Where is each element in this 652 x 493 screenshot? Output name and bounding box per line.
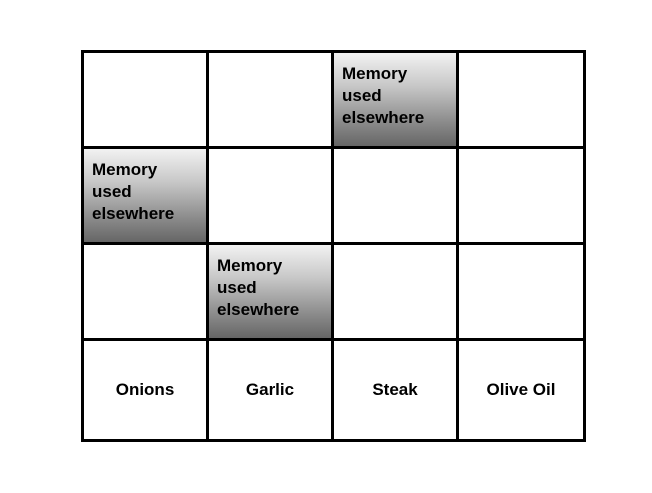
ingredient-label: Olive Oil [486,380,556,399]
ingredient-cell-garlic: Garlic [209,341,334,442]
memory-used-label: Memory used elsewhere [217,256,300,319]
ingredient-label: Onions [115,380,175,399]
memory-cell-r3-c2-used: Memory used elsewhere [209,245,334,341]
memory-cell-r2-c4 [459,149,586,245]
memory-cell-r1-c4 [459,53,586,149]
memory-cell-r1-c2 [209,53,334,149]
ingredient-cell-steak: Steak [334,341,459,442]
memory-cell-r1-c3-used: Memory used elsewhere [334,53,459,149]
memory-cell-r3-c4 [459,245,586,341]
memory-cell-r3-c3 [334,245,459,341]
memory-cell-r2-c1-used: Memory used elsewhere [84,149,209,245]
memory-grid: Memory used elsewhere Memory used elsewh… [81,50,586,442]
memory-used-label: Memory used elsewhere [92,160,175,223]
memory-used-label: Memory used elsewhere [342,64,425,127]
ingredient-label: Garlic [245,380,295,399]
ingredient-label: Steak [372,380,418,399]
memory-cell-r2-c2 [209,149,334,245]
memory-cell-r1-c1 [84,53,209,149]
ingredient-cell-olive-oil: Olive Oil [459,341,586,442]
memory-cell-r2-c3 [334,149,459,245]
memory-cell-r3-c1 [84,245,209,341]
ingredient-cell-onions: Onions [84,341,209,442]
